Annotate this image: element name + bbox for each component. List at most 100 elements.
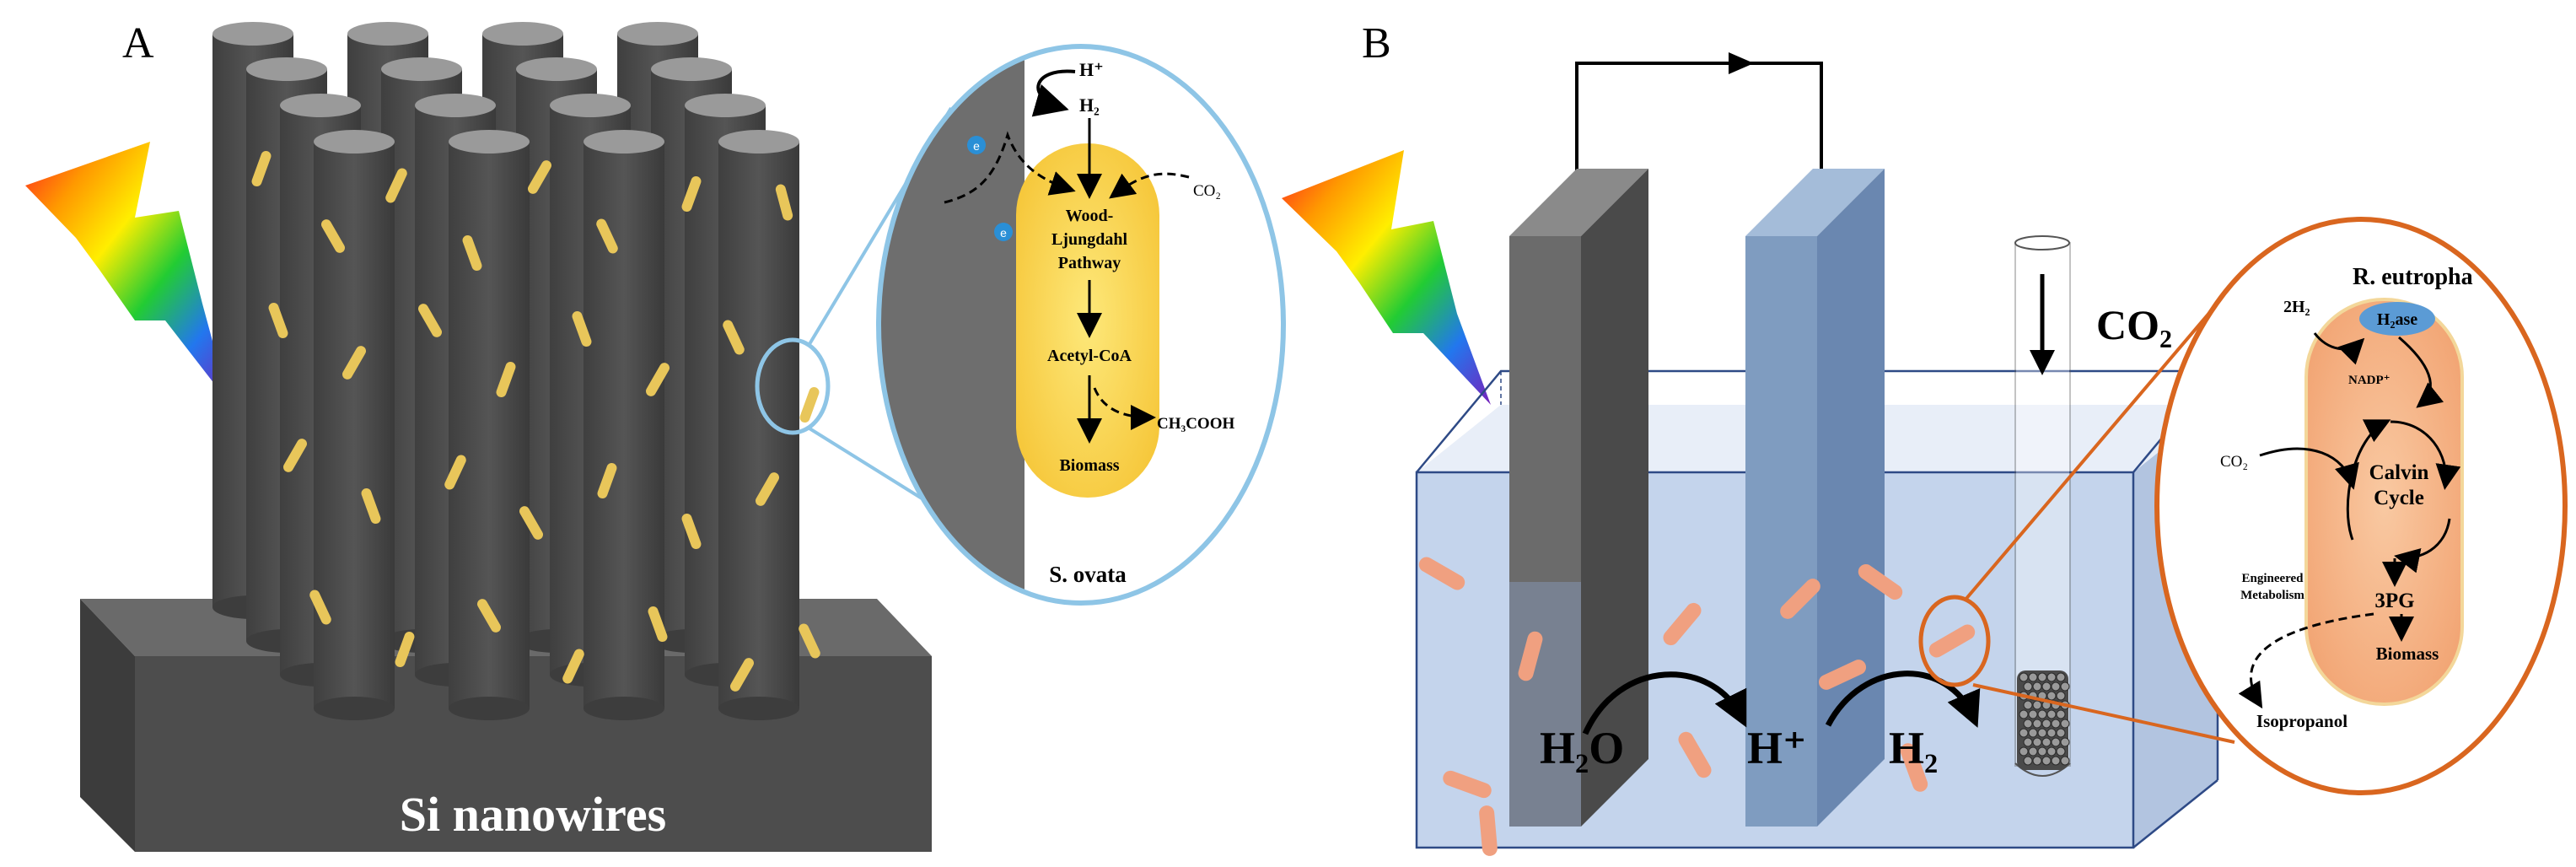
- bacterium: [681, 175, 702, 213]
- nanowire: [718, 130, 799, 720]
- zoom-line-b-bottom: [1972, 683, 2235, 744]
- bacterium: [395, 631, 415, 668]
- water-label: H₂O: [1540, 723, 1624, 773]
- engineered-line-2: Metabolism: [2240, 589, 2304, 602]
- hydrogen-label: H₂: [1889, 723, 1938, 773]
- co2-to-cycle-arrow: [2259, 447, 2359, 490]
- inset-b-border: [2154, 217, 2568, 795]
- bacterium: [799, 623, 820, 659]
- inset-b: R. eutropha 2H₂ H₂ase NADP⁺ CO₂ Calvin C…: [2154, 217, 2568, 795]
- nanowire-array: [212, 22, 799, 720]
- engineered-pathway-arrow: [2238, 612, 2374, 709]
- bacterium: [321, 219, 345, 253]
- cycle-arrow-left: [2346, 419, 2391, 541]
- bacterium: [1900, 743, 1928, 792]
- h2-in-label: 2H₂: [2283, 298, 2310, 316]
- h-plus-to-h2-arrow: [1031, 69, 1076, 117]
- biomass-label-a: Biomass: [1059, 456, 1119, 475]
- pathway-line-1: Wood-: [1066, 207, 1114, 225]
- 3pg-label: 3PG: [2374, 590, 2414, 612]
- bacterium: [477, 599, 501, 633]
- electron-label-1: e: [973, 139, 980, 153]
- bacterium: [648, 606, 668, 643]
- pathway-line-2: Ljungdahl: [1051, 230, 1127, 249]
- bacterium: [681, 513, 702, 550]
- bacterium: [799, 386, 820, 423]
- bacterium: [283, 439, 307, 472]
- co2-label-b: CO₂: [2220, 453, 2248, 471]
- panel-a-label: A: [122, 19, 154, 67]
- acetyl-coa-label: Acetyl-CoA: [1047, 347, 1132, 365]
- bacterium: [309, 590, 331, 625]
- acetyl-to-acetate-arrow: [1093, 387, 1156, 430]
- bacterium: [1858, 563, 1903, 600]
- electron-label-2: e: [1000, 226, 1007, 240]
- zoom-line-b-top: [1963, 293, 2226, 602]
- calvin-line-2: Cycle: [2374, 487, 2424, 509]
- pathway-line-3: Pathway: [1058, 254, 1121, 272]
- hydrogenase-label: H₂ase: [2377, 310, 2417, 329]
- bacterium: [528, 160, 551, 194]
- engineered-line-1: Engineered: [2241, 572, 2304, 585]
- platform-label: Si nanowires: [400, 787, 666, 842]
- inset-a: e e H⁺ H₂ CO₂ Wood- Ljungdahl Pathway Ac…: [876, 44, 1286, 606]
- bacterium: [1663, 602, 1702, 646]
- r-eutropha-label: R. eutropha: [2353, 264, 2473, 290]
- h-plus-label: H⁺: [1079, 59, 1104, 80]
- bacterium: [1443, 770, 1492, 799]
- bacterium: [251, 150, 272, 187]
- bacterium: [562, 649, 584, 684]
- proton-label: H⁺: [1747, 723, 1807, 773]
- nanowire: [583, 130, 664, 720]
- bacterium: [519, 506, 543, 540]
- bacterium: [444, 455, 466, 490]
- bacterium: [596, 218, 618, 254]
- bacteria-in-solution: [1418, 557, 1976, 856]
- bacterium: [1479, 805, 1498, 856]
- lightning-bolt-icon-b: [1282, 150, 1491, 405]
- bacterium: [1518, 631, 1543, 681]
- bacterium: [646, 363, 670, 396]
- electron-transfer-arrow: [944, 131, 1076, 204]
- co2-gas-label: CO₂: [2096, 301, 2172, 348]
- isopropanol-label: Isopropanol: [2256, 711, 2347, 731]
- lightning-bolt-icon-a: [25, 142, 229, 403]
- h2-label: H₂: [1079, 94, 1100, 116]
- bacterium: [572, 310, 592, 347]
- enzyme-to-cycle-arrow: [2398, 336, 2444, 408]
- bacterium: [730, 658, 754, 692]
- bacterium: [462, 234, 482, 272]
- bacterium: [268, 302, 288, 339]
- inset-a-border: [876, 44, 1286, 606]
- bacterium: [361, 487, 381, 525]
- bacterium: [1818, 660, 1867, 690]
- bacterium: [723, 320, 745, 355]
- current-direction-arrow: [1729, 52, 1754, 74]
- s-ovata-label: S. ovata: [1049, 562, 1127, 587]
- bacterium: [775, 184, 793, 221]
- cycle-arrow-bottom: [2394, 518, 2451, 574]
- electron-icon-1: [967, 136, 986, 154]
- electron-icon-2: [994, 223, 1013, 241]
- photoanode-electrode: [1509, 169, 1648, 827]
- nadp-label: NADP⁺: [2348, 374, 2390, 387]
- circuit-wire: [1575, 62, 1823, 190]
- bacteria-on-nanowires: [251, 150, 820, 692]
- h2-to-enzyme-arrow: [2313, 332, 2365, 365]
- bacterium: [385, 168, 407, 203]
- bacterium: [342, 346, 366, 380]
- bacterium: [756, 472, 779, 506]
- bacterium: [1928, 624, 1976, 658]
- cycle-arrow-right: [2390, 420, 2461, 490]
- co2-to-pathway-arrow: [1109, 172, 1190, 199]
- nanowire: [314, 130, 395, 720]
- cathode-electrode: [1745, 169, 1885, 827]
- reduction-arrow: [1825, 670, 1981, 728]
- co2-bubbler-tube: [2014, 235, 2071, 777]
- bacterium: [1780, 579, 1820, 619]
- calvin-line-1: Calvin: [2369, 461, 2429, 484]
- bacterium: [1418, 557, 1465, 590]
- panel-b-label: B: [1362, 19, 1391, 67]
- bacterium: [1678, 731, 1712, 778]
